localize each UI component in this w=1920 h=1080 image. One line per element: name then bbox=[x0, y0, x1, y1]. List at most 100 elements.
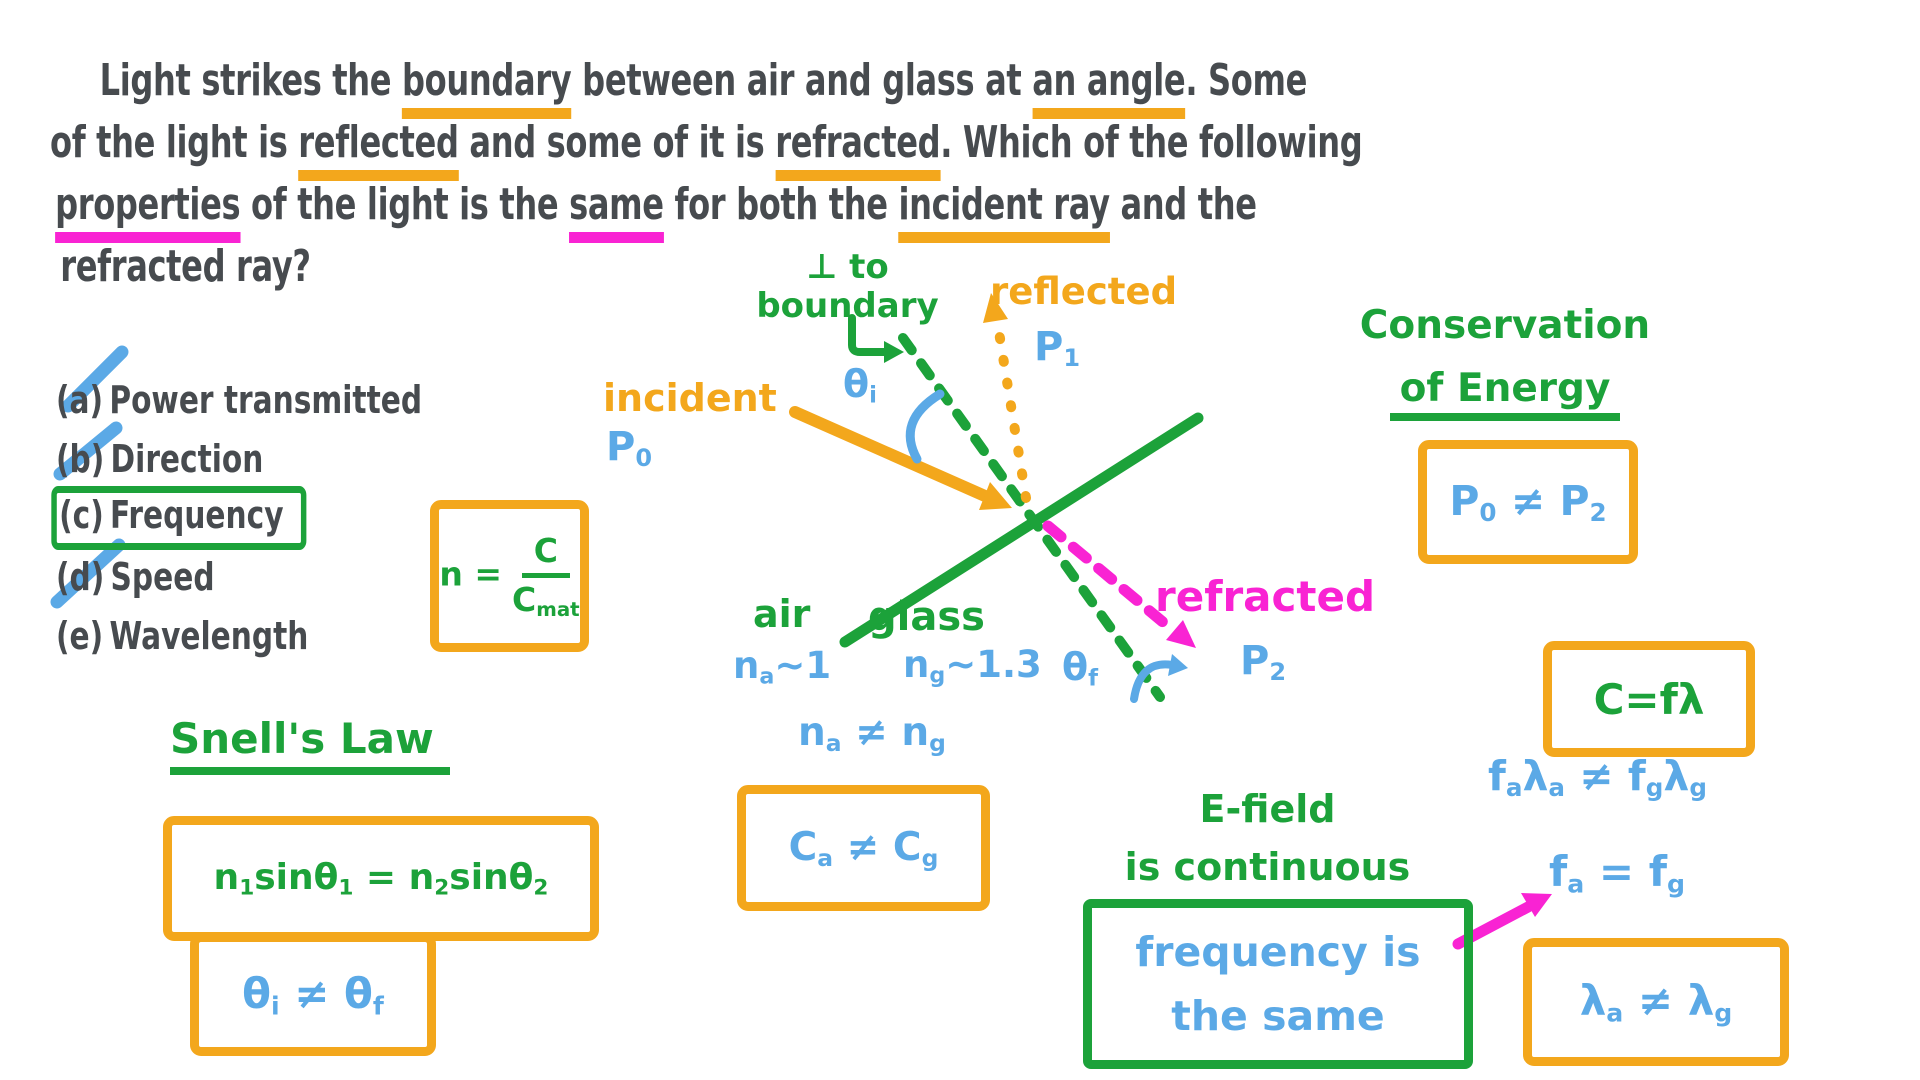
formula-segment: n bbox=[903, 643, 930, 686]
glass-label: glass bbox=[868, 594, 985, 640]
formula-segment: 2 bbox=[1589, 498, 1607, 528]
formula-segment: a bbox=[1548, 773, 1566, 803]
question-line: properties of the light is the same for … bbox=[55, 174, 1362, 243]
wave-speed-formula: C=fλ bbox=[1593, 674, 1705, 724]
formula-segment: g bbox=[1645, 773, 1664, 803]
formula-segment: a bbox=[1606, 998, 1624, 1028]
fraction-numerator: C bbox=[521, 531, 570, 579]
incident-ray bbox=[789, 406, 991, 502]
conservation-heading: Conservation of Energy bbox=[1340, 294, 1670, 421]
frequency-same-line2: the same bbox=[1171, 992, 1385, 1040]
refracted-ray-label: refracted bbox=[1155, 572, 1376, 621]
efield-note: E-field is continuous bbox=[1095, 780, 1440, 896]
speed-inequality-box: Ca ≠ Cg bbox=[737, 785, 990, 911]
formula-segment: θ bbox=[843, 362, 870, 406]
glass-index-label: ng~1.3 bbox=[903, 643, 1042, 689]
formula-segment: θ bbox=[1062, 645, 1089, 689]
formula-segment: P bbox=[1240, 638, 1270, 684]
angle-inequality: θi ≠ θf bbox=[242, 969, 384, 1020]
angle-inequality-box: θi ≠ θf bbox=[190, 933, 436, 1056]
option-text: Frequency bbox=[110, 492, 284, 537]
option-c: (c)Frequency bbox=[51, 485, 422, 550]
option-text: Wavelength bbox=[109, 613, 309, 658]
option-e: (e)Wavelength bbox=[56, 606, 422, 665]
option-content: (d)Speed bbox=[56, 555, 215, 599]
speed-inequality: Ca ≠ Cg bbox=[789, 825, 939, 872]
formula-segment: f bbox=[1549, 847, 1568, 896]
efield-line1: E-field bbox=[1199, 787, 1336, 831]
question-keyword: boundary bbox=[402, 55, 572, 119]
formula-segment: 1 bbox=[239, 875, 255, 901]
formula-segment: λ bbox=[1663, 752, 1690, 800]
formula-segment: P bbox=[1034, 324, 1064, 370]
formula-segment: P bbox=[1449, 476, 1480, 525]
option-label: (e) bbox=[56, 613, 104, 658]
air-index-label: na~1 bbox=[733, 644, 831, 690]
snells-law-title: Snell's Law bbox=[170, 714, 450, 775]
formula-segment: f bbox=[1088, 665, 1099, 692]
question-text: for both the bbox=[663, 179, 899, 230]
incident-ray-label: incident bbox=[603, 376, 777, 420]
question-text: refracted ray? bbox=[60, 241, 311, 292]
question-text: and some of it is bbox=[458, 117, 776, 168]
formula-segment: ≠ λ bbox=[1623, 976, 1715, 1026]
question-text: between air and glass at bbox=[571, 55, 1033, 106]
air-label: air bbox=[753, 592, 811, 636]
option-content: (b)Direction bbox=[56, 437, 263, 481]
conservation-line2: of Energy bbox=[1389, 366, 1621, 421]
options-list: (a)Power transmitted (b)Direction(c)Frequ… bbox=[51, 370, 422, 665]
theta-i-arc bbox=[905, 389, 945, 464]
formula-segment: 2 bbox=[434, 875, 450, 901]
incident-power-label: P0 bbox=[606, 424, 652, 472]
wave-speed-box: C=fλ bbox=[1543, 641, 1755, 757]
formula-segment: g bbox=[921, 843, 939, 872]
formula-segment: C bbox=[788, 824, 818, 870]
formula-segment: n bbox=[213, 856, 240, 898]
efield-line2: is continuous bbox=[1124, 845, 1411, 889]
question-keyword: refracted bbox=[775, 117, 941, 181]
option-d: (d)Speed bbox=[56, 547, 422, 606]
snells-law-formula: n1sinθ1 = n2sinθ2 bbox=[214, 857, 549, 900]
conservation-line2-wrap: of Energy bbox=[1340, 357, 1670, 421]
option-text: Speed bbox=[110, 554, 215, 599]
question-line: refracted ray? bbox=[60, 236, 1362, 298]
formula-segment: ~1 bbox=[774, 644, 832, 687]
question-line: Light strikes the boundary between air a… bbox=[99, 50, 1363, 119]
index-inequality: na ≠ ng bbox=[798, 710, 946, 757]
option-content: (a)Power transmitted bbox=[56, 378, 422, 422]
option-label: (a) bbox=[56, 377, 104, 422]
wavelength-inequality: λa ≠ λg bbox=[1580, 976, 1733, 1027]
frequency-pointer-arrowhead bbox=[1521, 893, 1552, 917]
frequency-same-line1: frequency is bbox=[1135, 928, 1421, 976]
theta-f-arrow bbox=[1130, 660, 1176, 703]
formula-segment: ≠ θ bbox=[279, 968, 373, 1018]
snells-law-heading: Snell's Law bbox=[170, 714, 450, 775]
question-text: Light strikes the bbox=[99, 55, 403, 106]
formula-segment: f bbox=[372, 991, 384, 1021]
formula-segment: ~1.3 bbox=[945, 643, 1042, 686]
refracted-ray bbox=[1042, 520, 1176, 634]
power-inequality-box: P0 ≠ P2 bbox=[1418, 440, 1638, 564]
question-text: . Which of the following bbox=[940, 117, 1363, 168]
incident-ray-arrowhead bbox=[979, 482, 1012, 510]
formula-segment: a bbox=[817, 843, 834, 872]
formula-segment: n bbox=[733, 644, 760, 687]
question-keyword: reflected bbox=[298, 117, 459, 181]
reflected-ray bbox=[992, 315, 1031, 503]
option-text: Power transmitted bbox=[109, 377, 423, 422]
formula-segment: sinθ bbox=[254, 856, 339, 898]
formula-segment: a bbox=[1505, 773, 1523, 803]
formula-segment: = f bbox=[1584, 847, 1667, 896]
question-keyword: an angle bbox=[1032, 55, 1186, 119]
formula-segment: mat bbox=[536, 597, 580, 621]
formula-segment: i bbox=[270, 991, 280, 1021]
formula-segment: a bbox=[759, 663, 775, 690]
question-lines: Light strikes the boundary between air a… bbox=[50, 50, 1363, 298]
formula-segment: ≠ P bbox=[1496, 476, 1590, 525]
option-label: (d) bbox=[56, 554, 105, 599]
formula-segment: P bbox=[606, 424, 636, 470]
snells-law-box: n1sinθ1 = n2sinθ2 bbox=[163, 816, 599, 941]
question-text: of the light is the bbox=[240, 179, 570, 230]
